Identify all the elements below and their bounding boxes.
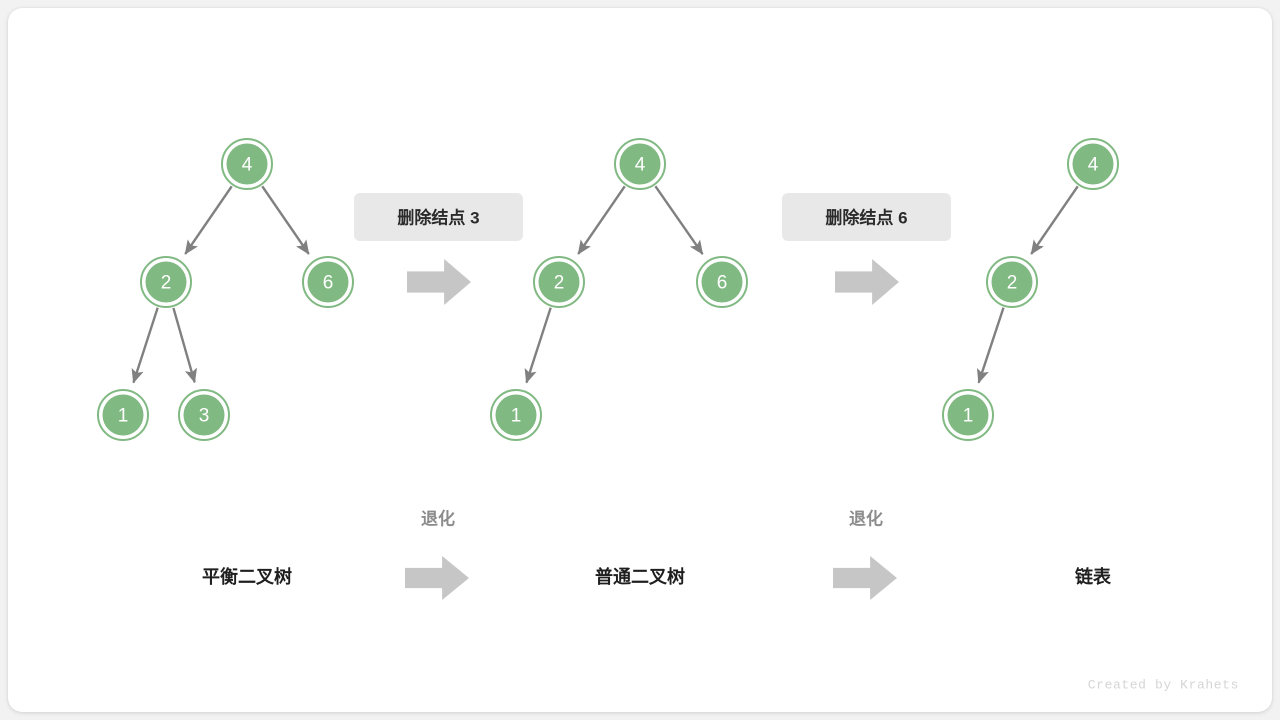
tree-node-1[interactable]: 1 bbox=[97, 389, 149, 441]
node-ring bbox=[986, 256, 1038, 308]
node-value: 2 bbox=[554, 273, 565, 294]
node-value: 1 bbox=[511, 406, 522, 427]
edges-layer bbox=[131, 185, 1079, 384]
caption-linked-list: 链表 bbox=[1075, 566, 1112, 587]
tree-edge-4-to-2 bbox=[1030, 185, 1079, 255]
node-ring bbox=[178, 389, 230, 441]
transition-arrows-layer bbox=[405, 259, 899, 600]
node-value: 6 bbox=[323, 273, 334, 294]
node-disc bbox=[183, 394, 225, 436]
tree-node-6[interactable]: 6 bbox=[696, 256, 748, 308]
tree-node-2[interactable]: 2 bbox=[533, 256, 585, 308]
badge-label: 删除结点 3 bbox=[397, 208, 479, 228]
node-value: 4 bbox=[1088, 155, 1099, 176]
caption-balanced-binary-tree: 平衡二叉树 bbox=[202, 566, 292, 587]
node-ring bbox=[696, 256, 748, 308]
node-ring bbox=[1067, 138, 1119, 190]
node-value: 6 bbox=[717, 273, 728, 294]
node-value: 4 bbox=[242, 155, 253, 176]
node-ring bbox=[97, 389, 149, 441]
node-ring bbox=[614, 138, 666, 190]
node-disc bbox=[619, 143, 661, 185]
tree-edge-2-to-3 bbox=[172, 307, 197, 384]
node-ring bbox=[140, 256, 192, 308]
tree-edge-2-to-1 bbox=[131, 307, 159, 384]
badge-background bbox=[354, 193, 523, 241]
tree-edge-4-to-2 bbox=[184, 185, 233, 255]
node-value: 2 bbox=[161, 273, 172, 294]
tree-edge-4-to-6 bbox=[654, 185, 704, 255]
node-ring bbox=[221, 138, 273, 190]
tree-transition-arrow-2 bbox=[835, 259, 899, 305]
node-disc bbox=[307, 261, 349, 303]
node-disc bbox=[226, 143, 268, 185]
badge-label: 删除结点 6 bbox=[825, 208, 907, 228]
operation-badges-layer: 删除结点 3 删除结点 6 bbox=[354, 193, 951, 241]
degrade-label-2: 退化 bbox=[849, 509, 883, 529]
node-ring bbox=[942, 389, 994, 441]
delete-node-3: 删除结点 3 bbox=[354, 193, 523, 241]
node-disc bbox=[701, 261, 743, 303]
node-disc bbox=[991, 261, 1033, 303]
tree-node-3[interactable]: 3 bbox=[178, 389, 230, 441]
node-value: 2 bbox=[1007, 273, 1018, 294]
caption-transition-arrow-1 bbox=[405, 556, 469, 600]
tree-edge-4-to-2 bbox=[577, 185, 626, 255]
node-disc bbox=[538, 261, 580, 303]
tree-node-6[interactable]: 6 bbox=[302, 256, 354, 308]
tree-node-2[interactable]: 2 bbox=[986, 256, 1038, 308]
delete-node-6: 删除结点 6 bbox=[782, 193, 951, 241]
node-disc bbox=[947, 394, 989, 436]
tree-node-4[interactable]: 4 bbox=[221, 138, 273, 190]
node-disc bbox=[1072, 143, 1114, 185]
nodes-layer: 4 2 6 1 3 4 2 6 1 4 2 1 bbox=[97, 138, 1119, 441]
tree-node-2[interactable]: 2 bbox=[140, 256, 192, 308]
node-ring bbox=[302, 256, 354, 308]
diagram-card bbox=[8, 8, 1272, 712]
degrade-label-1: 退化 bbox=[421, 509, 455, 529]
tree-node-1[interactable]: 1 bbox=[490, 389, 542, 441]
node-value: 3 bbox=[199, 406, 210, 427]
node-disc bbox=[102, 394, 144, 436]
node-ring bbox=[490, 389, 542, 441]
watermark: Created by Krahets bbox=[1088, 678, 1239, 693]
tree-edge-2-to-1 bbox=[524, 307, 552, 384]
tree-edge-4-to-6 bbox=[261, 185, 310, 255]
node-value: 4 bbox=[635, 155, 646, 176]
tree-node-4[interactable]: 4 bbox=[1067, 138, 1119, 190]
badge-background bbox=[782, 193, 951, 241]
tree-transition-arrow-1 bbox=[407, 259, 471, 305]
tree-edge-2-to-1 bbox=[976, 307, 1005, 384]
tree-node-1[interactable]: 1 bbox=[942, 389, 994, 441]
node-value: 1 bbox=[963, 406, 974, 427]
node-disc bbox=[495, 394, 537, 436]
node-ring bbox=[533, 256, 585, 308]
caption-transition-arrow-2 bbox=[833, 556, 897, 600]
tree-node-4[interactable]: 4 bbox=[614, 138, 666, 190]
node-value: 1 bbox=[118, 406, 129, 427]
caption-ordinary-binary-tree: 普通二叉树 bbox=[595, 566, 685, 587]
node-disc bbox=[145, 261, 187, 303]
